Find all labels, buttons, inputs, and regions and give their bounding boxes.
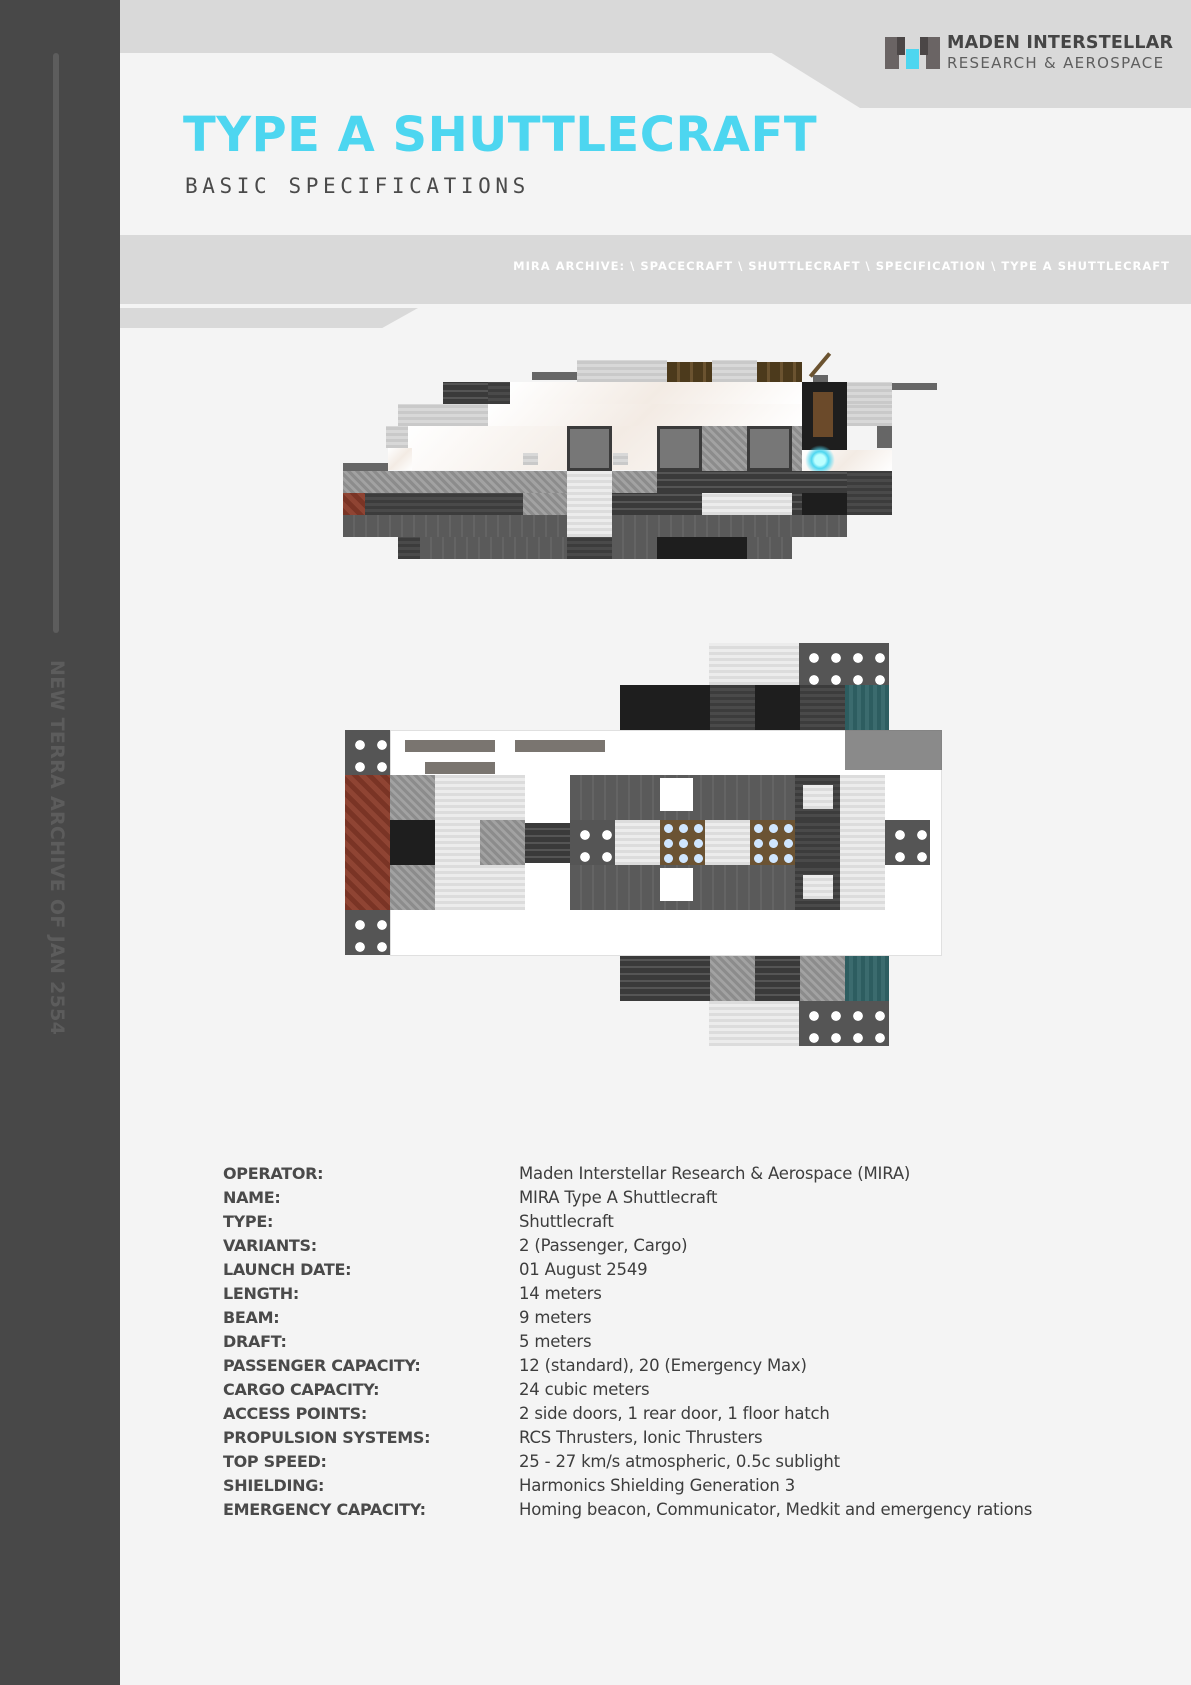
page-subtitle: BASIC SPECIFICATIONS bbox=[185, 174, 530, 198]
spec-label: LAUNCH DATE: bbox=[223, 1259, 352, 1279]
archive-date-label: NEW TERRA ARCHIVE OF JAN 2554 bbox=[46, 660, 68, 1036]
spec-row-propulsion: PROPULSION SYSTEMS: RCS Thrusters, Ionic… bbox=[223, 1425, 1032, 1449]
ship-top-view bbox=[345, 640, 985, 1054]
spec-value: 5 meters bbox=[519, 1331, 592, 1351]
spec-value: 9 meters bbox=[519, 1307, 592, 1327]
spec-label: PROPULSION SYSTEMS: bbox=[223, 1427, 431, 1447]
spec-row-name: NAME: MIRA Type A Shuttlecraft bbox=[223, 1185, 1032, 1209]
spec-label: SHIELDING: bbox=[223, 1475, 325, 1495]
spec-label: ACCESS POINTS: bbox=[223, 1403, 368, 1423]
ship-side-view bbox=[343, 350, 973, 562]
spec-row-emergency-capacity: EMERGENCY CAPACITY: Homing beacon, Commu… bbox=[223, 1497, 1032, 1521]
spec-value: 24 cubic meters bbox=[519, 1379, 650, 1399]
spec-label: PASSENGER CAPACITY: bbox=[223, 1355, 421, 1375]
spec-label: TYPE: bbox=[223, 1211, 274, 1231]
spec-value: Shuttlecraft bbox=[519, 1211, 614, 1231]
spec-value: RCS Thrusters, Ionic Thrusters bbox=[519, 1427, 763, 1447]
breadcrumb-band bbox=[120, 235, 1191, 304]
specs-table: OPERATOR: Maden Interstellar Research & … bbox=[223, 1161, 1032, 1521]
spec-value: Maden Interstellar Research & Aerospace … bbox=[519, 1163, 911, 1183]
brand-tagline: RESEARCH & AEROSPACE bbox=[947, 53, 1165, 72]
spec-value: MIRA Type A Shuttlecraft bbox=[519, 1187, 718, 1207]
spec-label: OPERATOR: bbox=[223, 1163, 324, 1183]
sidebar-divider-line bbox=[53, 53, 59, 633]
spec-row-draft: DRAFT: 5 meters bbox=[223, 1329, 1032, 1353]
spec-row-beam: BEAM: 9 meters bbox=[223, 1305, 1032, 1329]
spec-label: VARIANTS: bbox=[223, 1235, 317, 1255]
spec-value: 2 (Passenger, Cargo) bbox=[519, 1235, 688, 1255]
spec-row-passenger-capacity: PASSENGER CAPACITY: 12 (standard), 20 (E… bbox=[223, 1353, 1032, 1377]
mira-logo-icon bbox=[885, 35, 940, 70]
spec-row-cargo-capacity: CARGO CAPACITY: 24 cubic meters bbox=[223, 1377, 1032, 1401]
spec-value: 2 side doors, 1 rear door, 1 floor hatch bbox=[519, 1403, 830, 1423]
spec-row-launch-date: LAUNCH DATE: 01 August 2549 bbox=[223, 1257, 1032, 1281]
spec-label: DRAFT: bbox=[223, 1331, 287, 1351]
spec-value: 14 meters bbox=[519, 1283, 602, 1303]
spec-label: CARGO CAPACITY: bbox=[223, 1379, 380, 1399]
lantern-icon bbox=[805, 445, 835, 475]
brand-logo: MADEN INTERSTELLAR RESEARCH & AEROSPACE bbox=[885, 33, 1174, 72]
spec-label: BEAM: bbox=[223, 1307, 280, 1327]
spec-row-access-points: ACCESS POINTS: 2 side doors, 1 rear door… bbox=[223, 1401, 1032, 1425]
spec-value: Harmonics Shielding Generation 3 bbox=[519, 1475, 796, 1495]
header-band bbox=[120, 0, 1191, 53]
spec-label: TOP SPEED: bbox=[223, 1451, 327, 1471]
spec-value: 01 August 2549 bbox=[519, 1259, 648, 1279]
spec-value: Homing beacon, Communicator, Medkit and … bbox=[519, 1499, 1033, 1519]
spec-row-length: LENGTH: 14 meters bbox=[223, 1281, 1032, 1305]
spec-row-variants: VARIANTS: 2 (Passenger, Cargo) bbox=[223, 1233, 1032, 1257]
spec-label: NAME: bbox=[223, 1187, 281, 1207]
decorative-slant-bar bbox=[120, 308, 418, 328]
spec-row-operator: OPERATOR: Maden Interstellar Research & … bbox=[223, 1161, 1032, 1185]
spec-row-type: TYPE: Shuttlecraft bbox=[223, 1209, 1032, 1233]
sidebar: NEW TERRA ARCHIVE OF JAN 2554 bbox=[0, 0, 120, 1685]
spec-label: EMERGENCY CAPACITY: bbox=[223, 1499, 426, 1519]
spec-value: 25 - 27 km/s atmospheric, 0.5c sublight bbox=[519, 1451, 840, 1471]
spec-row-shielding: SHIELDING: Harmonics Shielding Generatio… bbox=[223, 1473, 1032, 1497]
spec-value: 12 (standard), 20 (Emergency Max) bbox=[519, 1355, 807, 1375]
brand-name: MADEN INTERSTELLAR bbox=[947, 33, 1174, 53]
spec-row-top-speed: TOP SPEED: 25 - 27 km/s atmospheric, 0.5… bbox=[223, 1449, 1032, 1473]
spec-label: LENGTH: bbox=[223, 1283, 299, 1303]
page-title: TYPE A SHUTTLECRAFT bbox=[183, 107, 818, 163]
breadcrumb: MIRA ARCHIVE: \ SPACECRAFT \ SHUTTLECRAF… bbox=[513, 259, 1170, 273]
